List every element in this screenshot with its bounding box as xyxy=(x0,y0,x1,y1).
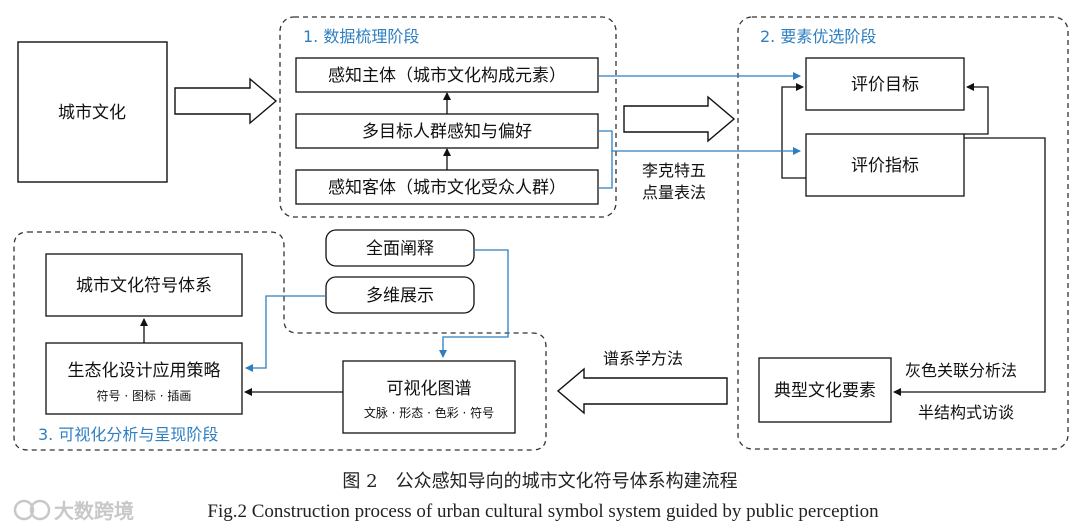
eval-index-text: 评价指标 xyxy=(851,156,919,176)
stage3-label: 3. 可视化分析与呈现阶段 xyxy=(38,425,218,444)
hollow-arrow-to-stage3 xyxy=(556,367,728,415)
eval-target-box xyxy=(805,57,965,111)
visual-atlas-subtext: 文脉 · 形态 · 色彩 · 符号 xyxy=(364,405,494,420)
genealogy-method: 谱系学方法 xyxy=(603,349,683,368)
eval-index-box xyxy=(805,133,965,197)
object-text: 感知客体（城市文化受众人群） xyxy=(328,178,566,198)
arrow-index-to-typical xyxy=(893,137,1046,396)
caption-english: Fig.2 Construction process of urban cult… xyxy=(207,501,879,522)
full-interpretation-text: 全面阐释 xyxy=(366,239,434,259)
blue-arrow-display-to-strategy xyxy=(245,295,326,372)
hollow-arrow-to-stage1 xyxy=(174,77,278,125)
watermark-logo: 大数跨境 xyxy=(13,499,134,523)
stage2-label: 2. 要素优选阶段 xyxy=(760,27,876,46)
likert-method-line1: 李克特五 xyxy=(642,161,706,180)
visual-atlas-box xyxy=(342,360,516,434)
loop-left xyxy=(781,83,806,179)
subject-box xyxy=(295,57,599,93)
visual-atlas-text: 可视化图谱 xyxy=(387,379,472,399)
stage3-container xyxy=(13,231,547,451)
typical-elements-box xyxy=(758,357,892,423)
full-interpretation-box xyxy=(325,229,475,267)
multi-display-text: 多维展示 xyxy=(366,286,434,306)
interview-method: 半结构式访谈 xyxy=(918,403,1014,422)
eco-strategy-subtext: 符号 · 图标 · 插画 xyxy=(97,388,192,403)
symbol-system-text: 城市文化符号体系 xyxy=(76,276,212,296)
symbol-system-box xyxy=(45,253,243,317)
watermark-text: 大数跨境 xyxy=(54,499,134,523)
multi-display-box xyxy=(325,276,475,314)
grey-relational-method: 灰色关联分析法 xyxy=(905,361,1017,380)
multi-goal-text: 多目标人群感知与偏好 xyxy=(362,122,532,142)
eco-strategy-box xyxy=(45,342,243,415)
stage2-container xyxy=(737,16,1069,450)
multi-goal-box xyxy=(295,113,599,149)
object-box xyxy=(295,169,599,205)
stage1-container xyxy=(279,16,617,218)
eval-target-text: 评价目标 xyxy=(851,75,919,95)
subject-text: 感知主体（城市文化构成元素） xyxy=(328,66,566,86)
blue-arrow-object-to-index xyxy=(598,151,613,189)
loop-right xyxy=(964,83,989,135)
blue-arrow-interpretation-to-atlas xyxy=(439,249,509,358)
typical-elements-text: 典型文化要素 xyxy=(774,381,876,401)
stage1-label: 1. 数据梳理阶段 xyxy=(303,27,419,46)
eco-strategy-text: 生态化设计应用策略 xyxy=(68,361,221,381)
urban-culture-box xyxy=(17,41,168,183)
hollow-arrow-to-stage2 xyxy=(623,95,736,143)
likert-method-line2: 点量表法 xyxy=(642,183,706,202)
blue-arrow-goal-to-index xyxy=(598,130,801,155)
caption-chinese: 图 2 公众感知导向的城市文化符号体系构建流程 xyxy=(342,471,737,492)
urban-culture-text: 城市文化 xyxy=(58,103,126,123)
